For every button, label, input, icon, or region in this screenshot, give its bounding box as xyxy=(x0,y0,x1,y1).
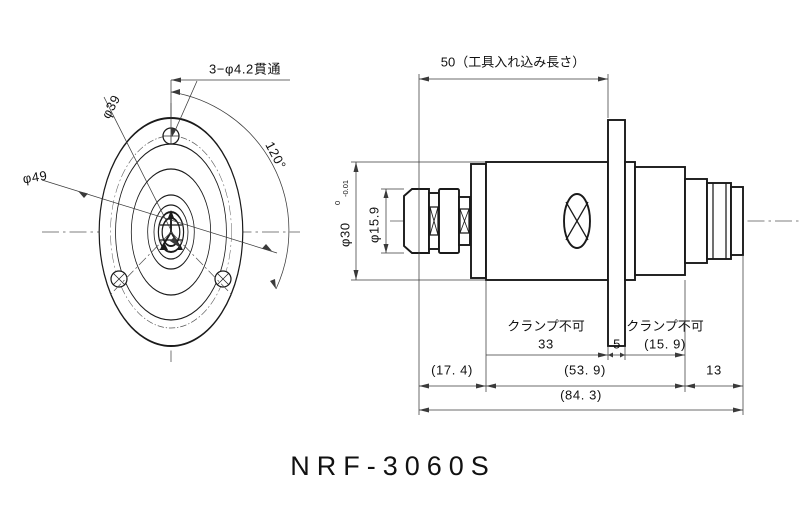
dim-overall xyxy=(418,392,744,415)
dim-tool-insert-length-label: 50（工具入れ込み長さ） xyxy=(441,54,585,69)
dim-dia-30-tolerance-lower: -0.01 xyxy=(341,180,350,197)
knurled-collar-2 xyxy=(458,196,471,246)
dim-dia-15-9-label: φ15.9 xyxy=(366,206,381,243)
mounting-hole xyxy=(214,270,232,288)
angle-dimension-arc xyxy=(170,89,290,290)
hub-ring-outer xyxy=(147,194,195,270)
dim-bottom-row xyxy=(418,196,744,392)
bcd-label: φ39 xyxy=(98,92,123,121)
clamp-right-value: (15. 9) xyxy=(644,336,686,351)
part-number-title: NRF-3060S xyxy=(290,451,496,481)
dim-dia-30-label: φ30 xyxy=(337,222,352,247)
collar-body xyxy=(438,188,460,254)
flange-dia-label: φ49 xyxy=(22,168,49,187)
bcd-leader xyxy=(103,96,181,249)
clamp-zone-dimension-lines xyxy=(485,280,686,360)
knurled-collar-1 xyxy=(428,192,440,250)
clamp-right-label: クランプ不可 xyxy=(626,318,704,333)
dim-tool-insert-length xyxy=(418,74,609,196)
side-view: 50（工具入れ込み長さ） φ30 0 -0.01 φ15.9 xyxy=(333,54,800,415)
dim-len-13-label: 13 xyxy=(706,362,722,377)
hole-radial-centerlines xyxy=(109,231,233,296)
body-knurl-mark xyxy=(563,193,591,249)
front-view: 3−φ4.2貫通 φ39 φ49 120° xyxy=(22,61,300,362)
right-body xyxy=(624,161,686,281)
nozzle-tip xyxy=(403,188,430,254)
clamp-left-label: クランプ不可 xyxy=(507,318,585,333)
end-connector xyxy=(684,178,744,264)
holes-callout-leader xyxy=(170,77,290,137)
dim-dia-15-9 xyxy=(381,188,404,254)
body-flange xyxy=(607,119,626,347)
body-circle-mid xyxy=(130,168,212,296)
dim-len-53-9-label: (53. 9) xyxy=(564,362,606,377)
hub-ring-mid xyxy=(153,204,189,260)
dim-len-17-4-label: (17. 4) xyxy=(431,362,473,377)
dim-dia-30-tolerance-upper: 0 xyxy=(333,201,342,205)
mounting-hole xyxy=(110,270,128,288)
flange-width-value: 5 xyxy=(613,336,621,351)
step-ring xyxy=(470,163,487,279)
dim-dia-30 xyxy=(351,161,486,281)
holes-callout-label: 3−φ4.2貫通 xyxy=(209,61,281,76)
angle-label: 120° xyxy=(262,139,289,172)
main-body xyxy=(485,161,609,281)
flange-dia-leader xyxy=(41,179,278,254)
clamp-left-value: 33 xyxy=(538,336,554,351)
dim-overall-label: (84. 3) xyxy=(560,387,602,402)
